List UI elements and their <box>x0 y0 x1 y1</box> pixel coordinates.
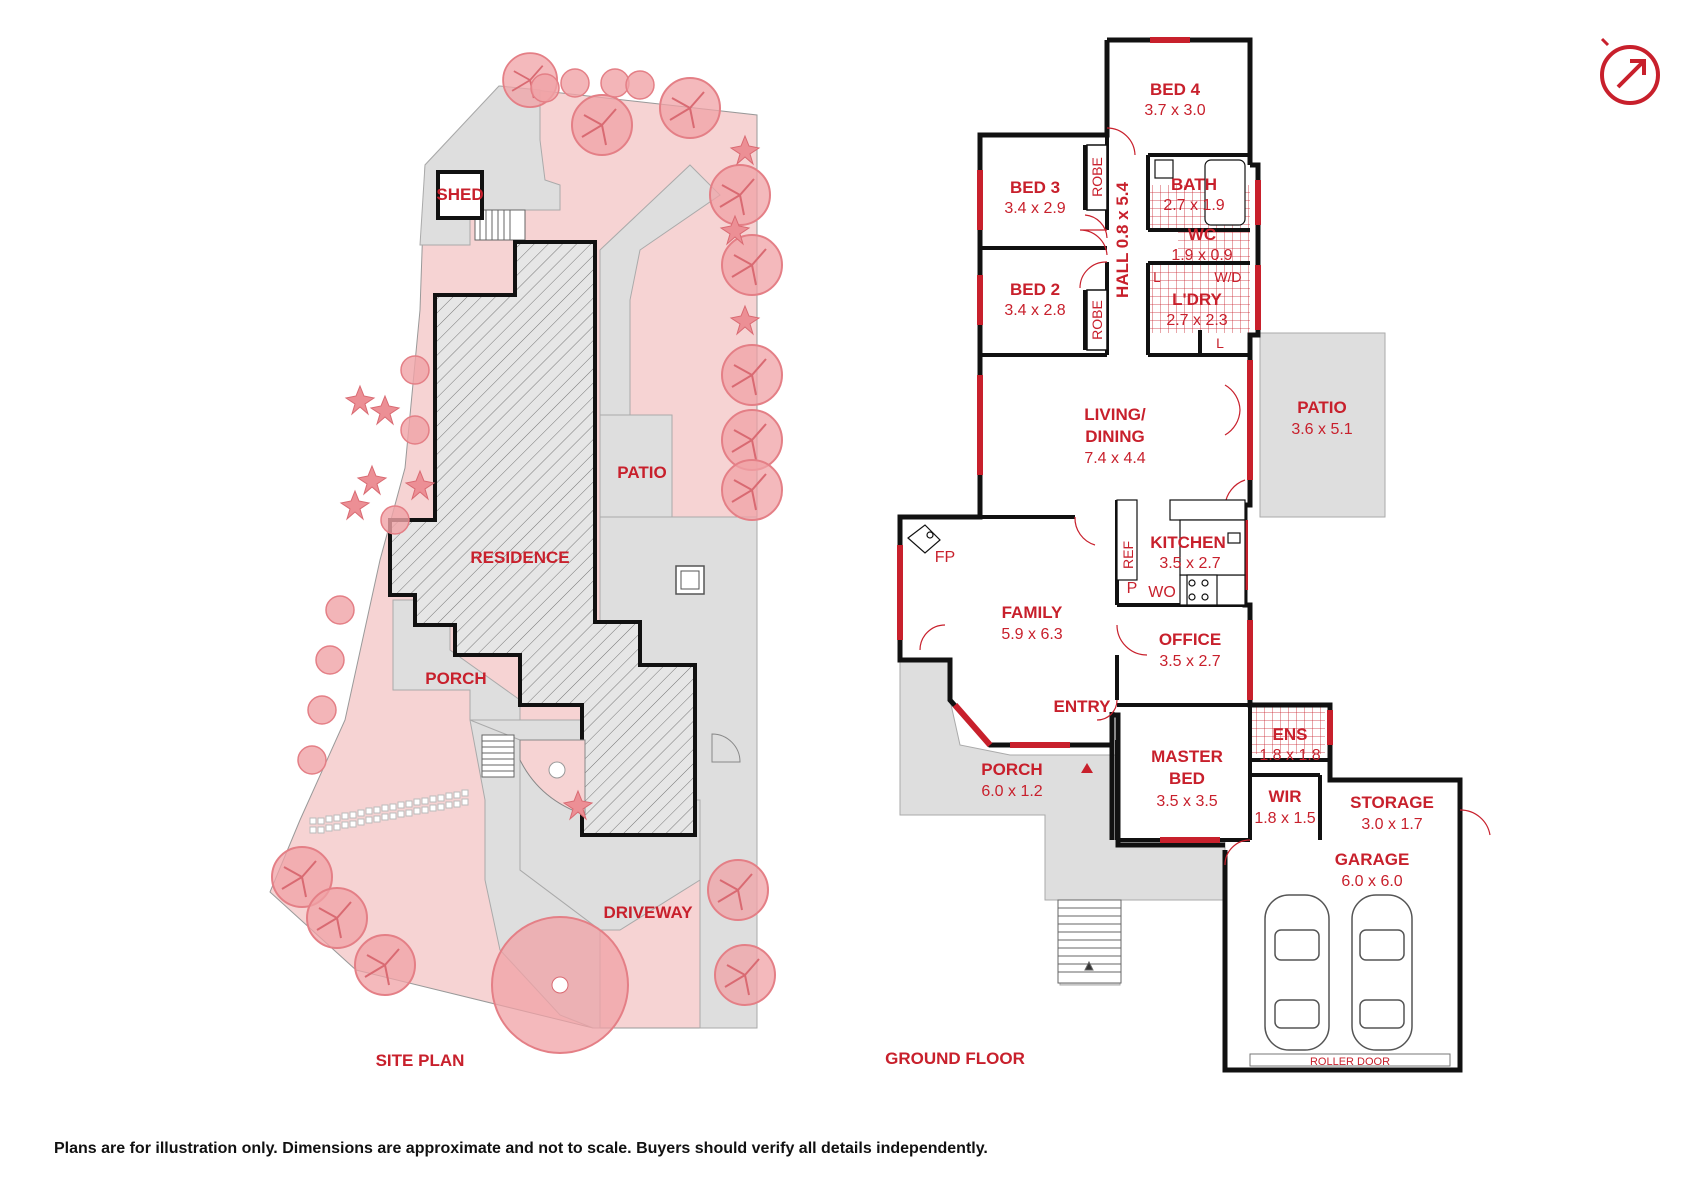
fp-label: FP <box>935 549 955 566</box>
site-plan: SHED RESIDENCE PATIO PORCH DRIVEWAY SITE… <box>269 52 783 1070</box>
kitchen-dim: 3.5 x 2.7 <box>1159 555 1220 572</box>
ldry-l2-label: L <box>1216 335 1224 351</box>
wc-label: WC <box>1188 225 1216 244</box>
ldry-l-label: L <box>1153 269 1161 285</box>
gf-porch-stairs <box>1057 899 1122 984</box>
large-tree-icon <box>491 916 629 1054</box>
bed4-label: BED 4 <box>1150 80 1201 99</box>
gf-porch-label: PORCH <box>981 760 1042 779</box>
storage-dim: 3.0 x 1.7 <box>1361 816 1422 833</box>
wir-label: WIR <box>1268 787 1301 806</box>
bed3-dim: 3.4 x 2.9 <box>1004 200 1065 217</box>
hall-label: HALL 0.8 x 5.4 <box>1113 182 1132 298</box>
kitchen-fixtures <box>1116 499 1246 606</box>
bath-fixtures <box>1154 159 1246 226</box>
living-dim: 7.4 x 4.4 <box>1084 450 1145 467</box>
ens-dim: 1.8 x 1.8 <box>1259 747 1320 764</box>
storage-label: STORAGE <box>1350 793 1434 812</box>
wir-dim: 1.8 x 1.5 <box>1254 810 1315 827</box>
ldry-dim: 2.7 x 2.3 <box>1166 312 1227 329</box>
ref-label: REF <box>1120 541 1136 569</box>
gf-patio-dim: 3.6 x 5.1 <box>1291 421 1352 438</box>
family-dim: 5.9 x 6.3 <box>1001 626 1062 643</box>
roller-door-label: ROLLER DOOR <box>1310 1056 1390 1068</box>
robe-bed2-label: ROBE <box>1089 300 1105 340</box>
site-plan-caption: SITE PLAN <box>376 1051 465 1070</box>
living-label-2: DINING <box>1085 427 1145 446</box>
fireplace-icon <box>907 524 941 554</box>
pantry-label: P <box>1127 580 1138 597</box>
garage-cars <box>1264 894 1413 1051</box>
office-dim: 3.5 x 2.7 <box>1159 653 1220 670</box>
ens-label: ENS <box>1273 725 1308 744</box>
site-patio-label: PATIO <box>617 463 666 482</box>
disclaimer-text: Plans are for illustration only. Dimensi… <box>54 1140 988 1157</box>
site-residence-label: RESIDENCE <box>470 548 569 567</box>
site-porch-label: PORCH <box>425 669 486 688</box>
living-label-1: LIVING/ <box>1084 405 1146 424</box>
site-driveway-label: DRIVEWAY <box>603 903 693 922</box>
master-label-1: MASTER <box>1151 747 1223 766</box>
site-residence <box>388 240 697 837</box>
gf-porch-dim: 6.0 x 1.2 <box>981 783 1042 800</box>
master-dim: 3.5 x 3.5 <box>1156 793 1217 810</box>
site-shed-label: SHED <box>436 185 483 204</box>
wall-oven-label: WO <box>1148 584 1176 601</box>
gf-patio-label: PATIO <box>1297 398 1346 417</box>
family-label: FAMILY <box>1002 603 1063 622</box>
wc-dim: 1.9 x 0.9 <box>1171 247 1232 264</box>
bed3-label: BED 3 <box>1010 178 1060 197</box>
gf-patio-area <box>1259 332 1386 518</box>
bed2-label: BED 2 <box>1010 280 1060 299</box>
site-stairs <box>474 209 526 778</box>
ground-floor-caption: GROUND FLOOR <box>885 1049 1025 1068</box>
bath-dim: 2.7 x 1.9 <box>1163 197 1224 214</box>
entry-label: ENTRY <box>1054 697 1112 716</box>
bath-label: BATH <box>1171 175 1217 194</box>
site-trees <box>271 52 783 1054</box>
entry-arrow-icon <box>1081 763 1093 773</box>
stepping-stones <box>309 789 469 834</box>
office-label: OFFICE <box>1159 630 1221 649</box>
kitchen-label: KITCHEN <box>1150 533 1226 552</box>
bed2-dim: 3.4 x 2.8 <box>1004 302 1065 319</box>
robe-bed3-label: ROBE <box>1089 157 1105 197</box>
robe-bed2 <box>1086 289 1108 351</box>
garage-dim: 6.0 x 6.0 <box>1341 873 1402 890</box>
washer-dryer-label: W/D <box>1214 269 1241 285</box>
garage-label: GARAGE <box>1335 850 1410 869</box>
north-arrow-icon <box>1600 37 1660 105</box>
master-label-2: BED <box>1169 769 1205 788</box>
ldry-label: L'DRY <box>1172 290 1222 309</box>
bed4-dim: 3.7 x 3.0 <box>1144 102 1205 119</box>
robe-bed3 <box>1086 144 1108 211</box>
ground-floor-plan: BED 4 3.7 x 3.0 BED 3 3.4 x 2.9 BED 2 3.… <box>885 37 1660 1073</box>
site-shed <box>436 170 484 220</box>
